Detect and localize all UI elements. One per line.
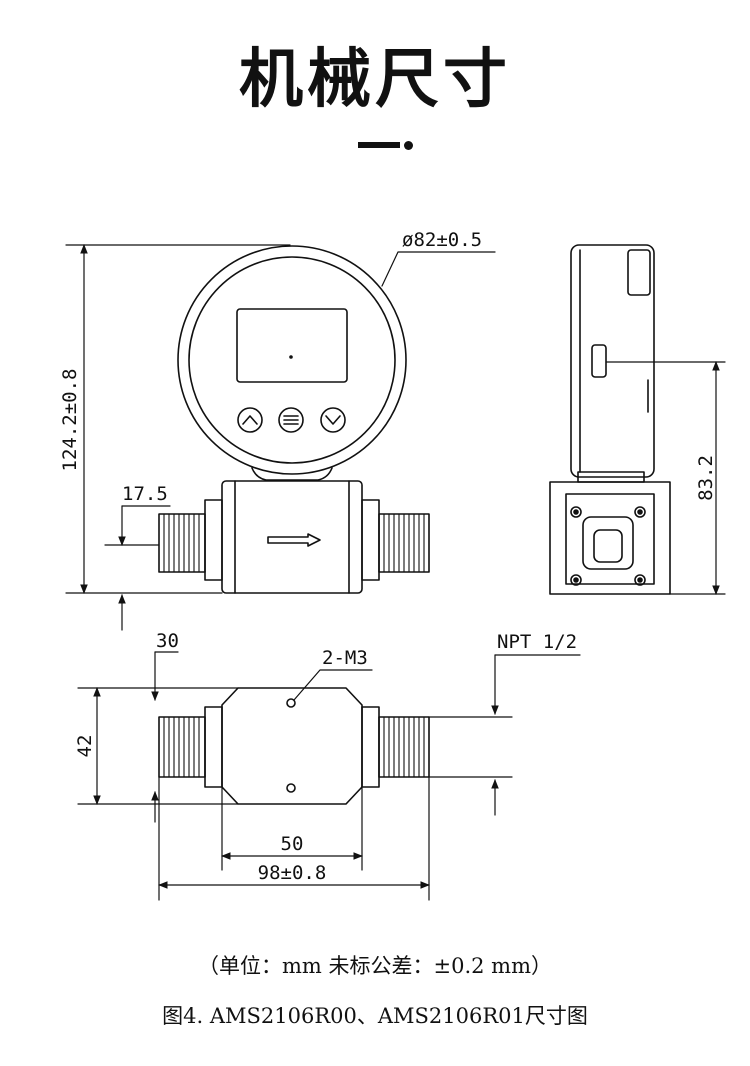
down-button-icon xyxy=(320,407,346,433)
units-note: （单位：mm 未标公差：±0.2 mm） xyxy=(198,954,552,978)
height-total-label: 124.2±0.8 xyxy=(59,369,81,472)
title-underline xyxy=(358,142,400,148)
side-view xyxy=(549,244,671,595)
mount-holes-label: 2-M3 xyxy=(322,647,368,669)
flow-direction-arrow xyxy=(267,533,321,547)
diameter-label: ø82±0.5 xyxy=(402,229,482,251)
up-button-icon xyxy=(237,407,263,433)
top-body xyxy=(221,687,363,805)
page-title: 机械尺寸 xyxy=(239,43,511,117)
side-connector xyxy=(591,344,607,378)
top-view xyxy=(158,687,430,805)
front-view xyxy=(158,245,430,594)
side-height-label: 83.2 xyxy=(695,455,717,501)
thread-label: NPT 1/2 xyxy=(497,631,577,653)
side-dimensions xyxy=(605,361,726,595)
title-dot xyxy=(404,141,413,150)
top-dimensions xyxy=(77,651,581,901)
side-housing xyxy=(570,244,655,478)
total-length-label: 98±0.8 xyxy=(258,862,327,884)
figure-caption: 图4. AMS2106R00、AMS2106R01尺寸图 xyxy=(162,1004,588,1028)
depth-label: 42 xyxy=(74,735,96,758)
display-window xyxy=(236,308,348,383)
side-base xyxy=(549,481,671,595)
menu-button-icon xyxy=(278,407,304,433)
width-top-label: 30 xyxy=(156,630,179,652)
body-length-label: 50 xyxy=(281,833,304,855)
front-dimensions xyxy=(65,244,496,631)
mount-hole-top xyxy=(286,698,296,708)
offset-side-label: 17.5 xyxy=(122,483,168,505)
mount-hole-bottom xyxy=(286,783,296,793)
